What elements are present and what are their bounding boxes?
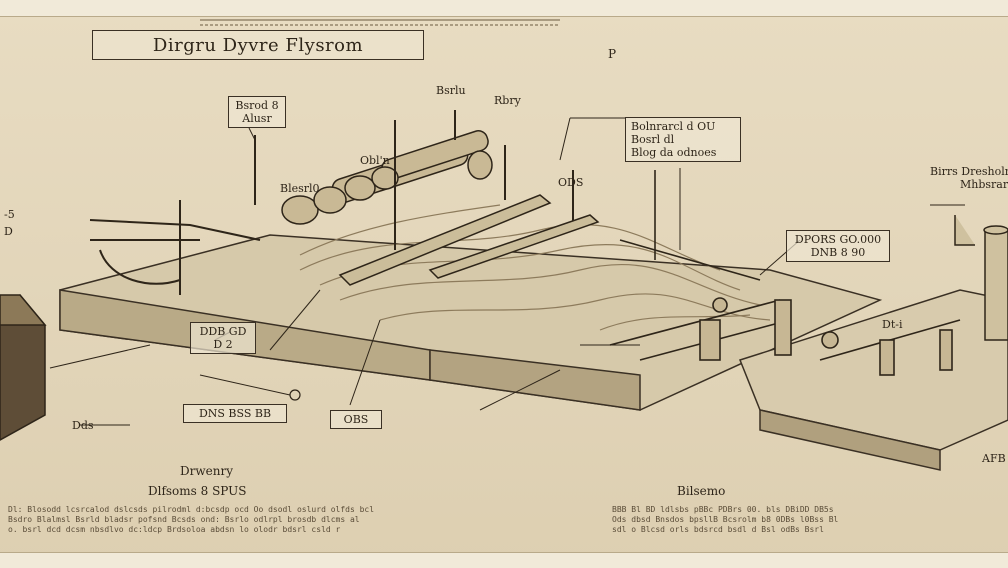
fineprint-line: sdl o Blcsd orls bdsrcd bsdl d Bsl odBs …	[612, 525, 824, 534]
leader-lines	[49, 117, 965, 426]
label-left-block: -5 D	[4, 208, 15, 238]
label-line: DPORS GO.000	[794, 233, 882, 246]
label-line: Blog da odnoes	[631, 146, 717, 159]
label-line: Bosrl dl	[631, 133, 675, 146]
label-line: Alusr	[242, 112, 272, 125]
label-line: Mhbsrarp	[960, 178, 1008, 191]
platform-slab	[59, 234, 883, 411]
label-mid-left-b: Blesrl0	[280, 182, 320, 195]
label-line: -5	[4, 208, 15, 221]
fineprint-line: Dl: Blosodd lcsrcalod dslcsds pilrodml d…	[8, 505, 375, 514]
left-pipes	[89, 110, 574, 295]
label-line: Bsrod 8	[235, 99, 279, 112]
label-heading-b: Rbry	[494, 94, 521, 107]
fineprint-line: o. bsrl dcd dcsm nbsdlvo dc:ldcp Brdsolo…	[8, 525, 341, 534]
water-surface	[299, 204, 771, 331]
diagram-title: Dirgru Dyvre Flysrom	[92, 30, 424, 60]
label-line: DDB GD	[199, 325, 247, 338]
label-heading-a: Bsrlu	[436, 84, 466, 97]
caption-bottom-left-sub: Dlfsoms 8 SPUS	[148, 484, 247, 498]
fineprint-line: BBB Bl BD ldlsbs pBBc PDBrs 00. bls DBiD…	[612, 505, 834, 514]
fineprint-left: Dl: Blosodd lcsrcalod dslcsds pilrodml d…	[8, 505, 428, 535]
label-box-center: Bolnrarcl d OU Bosrl dl Blog da odnoes	[625, 117, 741, 162]
right-machinery	[609, 170, 961, 376]
diagonal-pipe	[338, 194, 600, 286]
label-line: DNB 8 90	[810, 246, 866, 259]
fineprint-line: Ods dbsd Bnsdos bpsllB Bcsrolm b8 0DBs l…	[612, 515, 839, 524]
label-bottom-right-edge: AFB	[982, 452, 1006, 465]
label-right-heading: Birrs Dresholm Mhbsrarp	[930, 165, 1008, 191]
label-mid-tag: ODS	[558, 176, 584, 189]
label-line: Birrs Dresholm	[930, 165, 1008, 178]
corner-mark: P	[608, 47, 617, 61]
label-box-lower-c: OBS	[330, 410, 382, 429]
caption-bottom-left-title: Drwenry	[180, 464, 233, 478]
top-edge-marks	[200, 19, 560, 26]
label-mid-left-a: Obl'n	[360, 154, 390, 167]
turbine-assembly	[281, 130, 493, 225]
fineprint-line: Bsdro Blalmsl Bsrld bladsr pofsnd Bcsds …	[8, 515, 360, 524]
label-box-right: DPORS GO.000 DNB 8 90	[786, 230, 890, 262]
callout-dot	[289, 389, 301, 401]
fineprint-right: BBB Bl BD ldlsbs pBBc PDBrs 00. bls DBiD…	[612, 505, 912, 535]
caption-bottom-center: Bilsemo	[677, 484, 726, 498]
label-right-small: Dt-i	[882, 318, 903, 331]
label-line: Bolnrarcl d OU	[631, 120, 716, 133]
label-line: D 2	[213, 338, 233, 351]
torn-bottom-edge	[0, 552, 1008, 568]
label-box-top-left: Bsrod 8 Alusr	[228, 96, 286, 128]
left-box	[0, 294, 47, 441]
label-box-lower-a: DDB GD D 2	[190, 322, 256, 354]
label-left-small: Dds	[72, 419, 94, 432]
label-box-lower-b: DNS BSS BB	[183, 404, 287, 423]
torn-top-edge	[0, 0, 1008, 17]
right-tank	[954, 215, 1008, 341]
label-line: D	[4, 225, 13, 238]
